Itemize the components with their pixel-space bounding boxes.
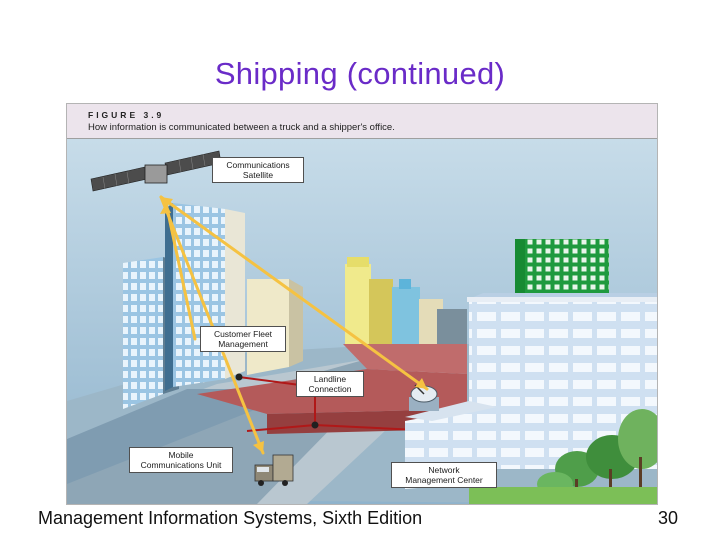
- label-line: Communications: [216, 160, 300, 170]
- label-line: Connection: [300, 384, 360, 394]
- label-line: Satellite: [216, 170, 300, 180]
- slide-number: 30: [658, 508, 678, 529]
- label-network-management-center: Network Management Center: [391, 462, 497, 488]
- label-line: Management Center: [395, 475, 493, 485]
- lawn: [469, 487, 657, 504]
- figure-image: FIGURE 3.9 How information is communicat…: [66, 103, 658, 505]
- label-communications-satellite: Communications Satellite: [212, 157, 304, 183]
- label-line: Customer Fleet: [204, 329, 282, 339]
- figure-caption: How information is communicated between …: [88, 122, 395, 133]
- slide-title: Shipping (continued): [0, 56, 720, 92]
- label-customer-fleet-management: Customer Fleet Management: [200, 326, 286, 352]
- label-line: Management: [204, 339, 282, 349]
- figure-number: FIGURE 3.9: [88, 110, 164, 120]
- label-line: Mobile: [133, 450, 229, 460]
- illustration-scene: Communications Satellite Customer Fleet …: [67, 139, 657, 504]
- label-line: Landline: [300, 374, 360, 384]
- label-mobile-communications-unit: Mobile Communications Unit: [129, 447, 233, 473]
- label-landline-connection: Landline Connection: [296, 371, 364, 397]
- satellite-dish: [409, 385, 439, 411]
- footer-book-title: Management Information Systems, Sixth Ed…: [38, 508, 422, 529]
- tall-tower: [165, 203, 245, 391]
- label-line: Network: [395, 465, 493, 475]
- label-line: Communications Unit: [133, 460, 229, 470]
- figure-header: FIGURE 3.9 How information is communicat…: [67, 104, 657, 139]
